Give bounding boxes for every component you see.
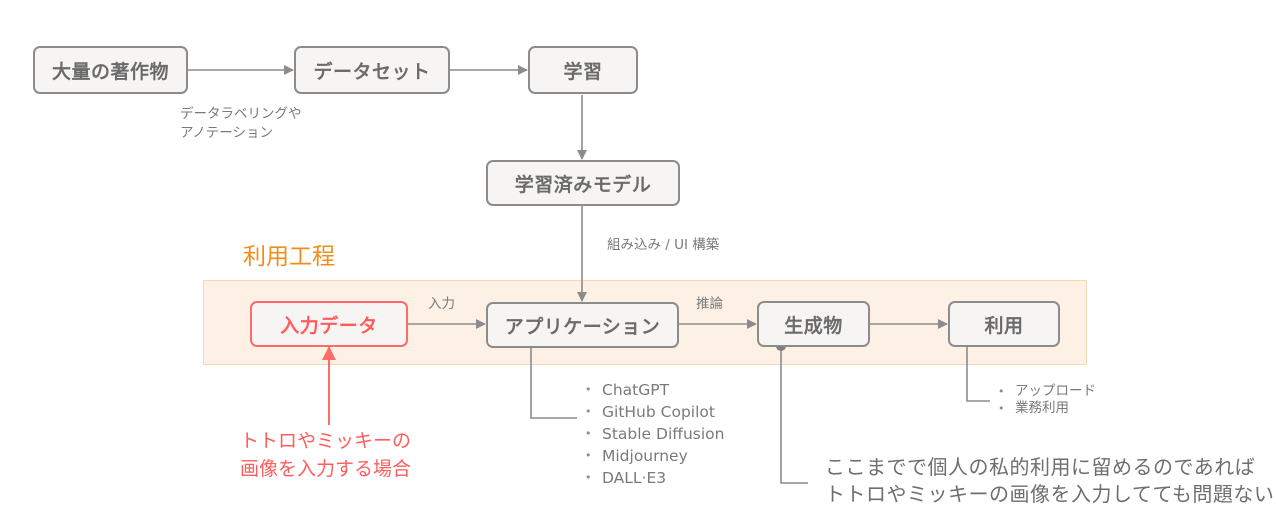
label-labeling-line1: データラベリングや: [180, 106, 302, 122]
section-title: 利用工程: [243, 244, 335, 270]
red-note-line2: 画像を入力する場合: [240, 458, 412, 480]
node-generated: 生成物: [757, 301, 870, 347]
connector-note: [780, 346, 808, 484]
label-labeling: データラベリングや アノテーション: [180, 105, 302, 143]
connector-usage-examples: [966, 347, 990, 402]
list-item: Stable Diffusion: [582, 423, 724, 445]
list-item: アップロード: [995, 383, 1096, 400]
red-note: トトロやミッキーの 画像を入力する場合: [240, 427, 411, 483]
node-input-data: 入力データ: [250, 301, 408, 347]
node-training: 学習: [528, 46, 638, 94]
list-item: 業務利用: [995, 400, 1096, 417]
note-line2: トトロやミッキーの画像を入力してても問題ない: [825, 482, 1275, 506]
red-note-line1: トトロやミッキーの: [240, 430, 412, 452]
usage-examples-list: アップロード 業務利用: [995, 383, 1096, 417]
private-use-note: ここまでで個人の私的利用に留めるのであれば トトロやミッキーの画像を入力してても…: [825, 454, 1274, 508]
node-trained-model: 学習済みモデル: [486, 160, 680, 206]
label-embed: 組み込み / UI 構築: [607, 237, 720, 253]
label-input: 入力: [428, 296, 455, 312]
label-inference: 推論: [696, 296, 723, 312]
list-item: ChatGPT: [582, 379, 724, 401]
list-item: Midjourney: [582, 445, 724, 467]
label-labeling-line2: アノテーション: [180, 125, 274, 141]
note-line1: ここまでで個人の私的利用に留めるのであれば: [825, 455, 1256, 479]
list-item: GitHub Copilot: [582, 401, 724, 423]
node-copyrighted-works: 大量の著作物: [33, 46, 188, 94]
app-examples-list: ChatGPT GitHub Copilot Stable Diffusion …: [582, 379, 724, 489]
connector-app-examples: [530, 347, 577, 419]
list-item: DALL·E3: [582, 467, 724, 489]
node-usage: 利用: [948, 301, 1060, 347]
node-dataset: データセット: [294, 46, 450, 94]
node-application: アプリケーション: [486, 302, 679, 348]
